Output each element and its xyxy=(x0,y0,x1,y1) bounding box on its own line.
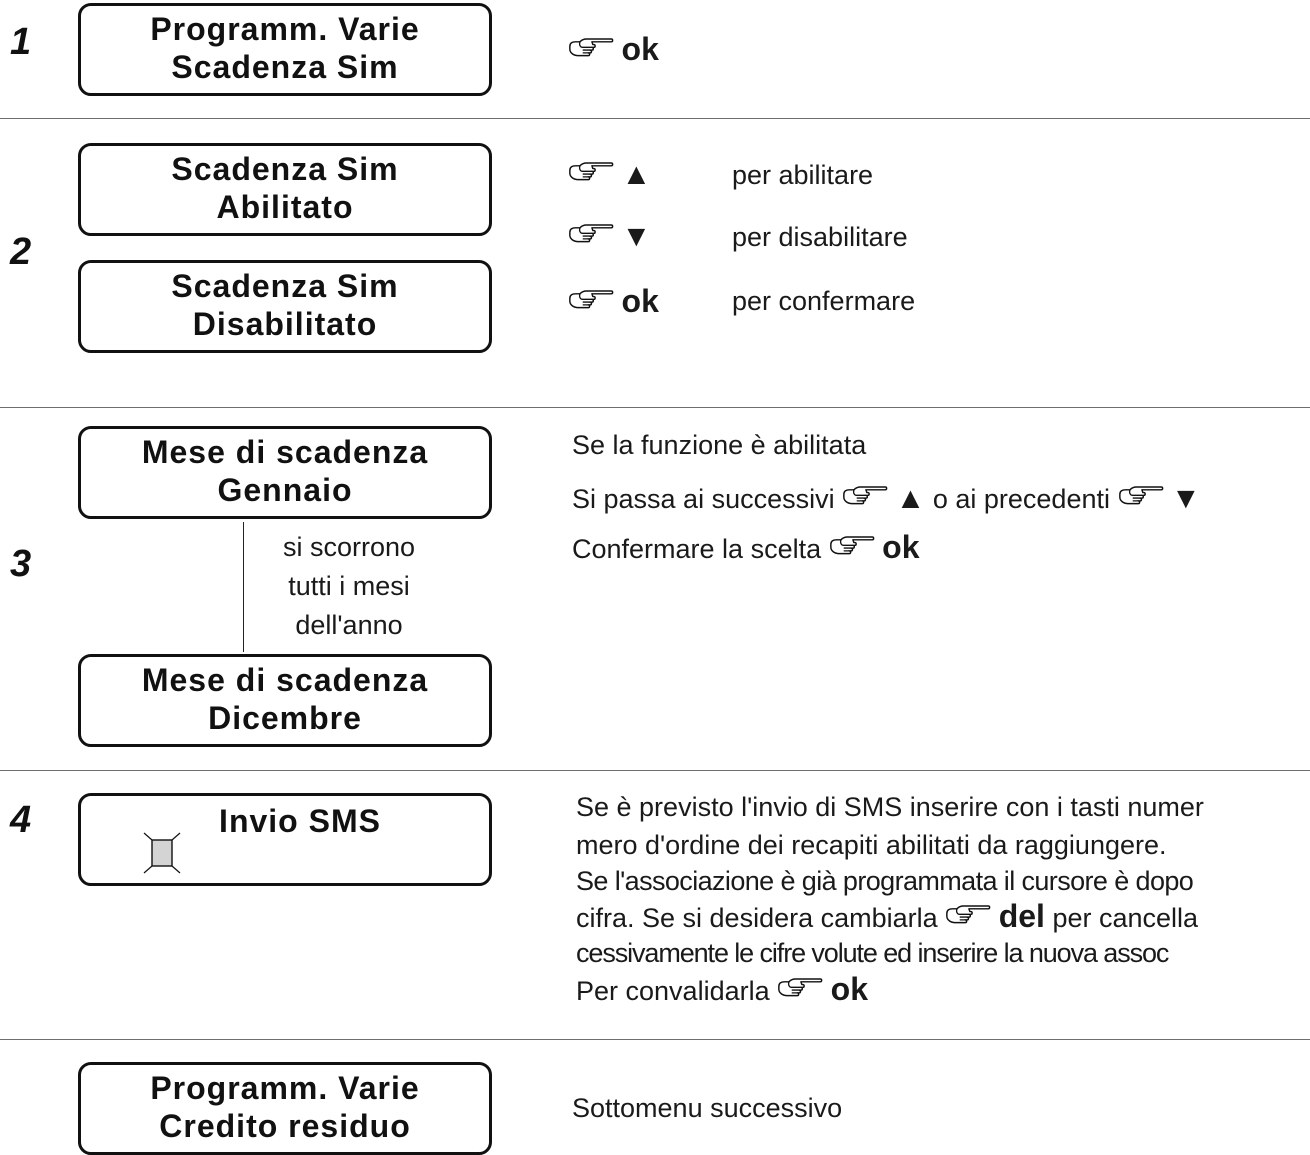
step-number-1: 1 xyxy=(10,21,32,63)
lcd-line2: Gennaio xyxy=(217,472,353,508)
section-divider xyxy=(0,770,1310,771)
section-divider xyxy=(0,118,1310,119)
scroll-note-line: si scorrono xyxy=(282,532,416,562)
lcd-line1: Scadenza Sim xyxy=(171,268,399,304)
ok-key-label: ok xyxy=(621,31,659,67)
action-enable-label: per abilitare xyxy=(732,160,874,190)
step4-text-line1: Se è previsto l'invio di SMS inserire co… xyxy=(576,792,1204,822)
action-disable-label: per disabilitare xyxy=(732,222,908,252)
pointing-hand-icon xyxy=(829,536,875,562)
action-disable: ▼ xyxy=(568,222,651,252)
text-fragment: Si passa ai successivi xyxy=(572,484,835,514)
up-arrow-icon: ▲ xyxy=(895,482,926,515)
lcd-display-disabled: Scadenza Sim Disabilitato xyxy=(78,260,492,353)
section-divider xyxy=(0,407,1310,408)
lcd-line1: Mese di scadenza xyxy=(141,434,429,470)
pointing-hand-icon xyxy=(568,224,614,250)
text-fragment: Per convalidarla xyxy=(576,976,770,1006)
lcd-display-step1: Programm. Varie Scadenza Sim xyxy=(78,3,492,96)
step-number-4: 4 xyxy=(10,799,32,841)
lcd-line2: Credito residuo xyxy=(159,1108,411,1144)
pointing-hand-icon xyxy=(568,38,614,64)
text-fragment: o ai precedenti xyxy=(932,484,1110,514)
step-number-2: 2 xyxy=(10,231,32,273)
pointing-hand-icon xyxy=(945,905,991,931)
down-arrow-icon: ▼ xyxy=(621,220,652,253)
scroll-note-line: tutti i mesi xyxy=(288,571,410,601)
down-arrow-icon: ▼ xyxy=(1171,482,1201,515)
up-arrow-icon: ▲ xyxy=(621,158,652,191)
lcd-line2: Scadenza Sim xyxy=(171,49,399,85)
ok-key-label: ok xyxy=(882,529,920,565)
del-key-label: del xyxy=(998,898,1045,934)
pointing-hand-icon xyxy=(1118,486,1164,512)
section-divider xyxy=(0,1039,1310,1040)
step1-action: ok xyxy=(568,31,659,67)
lcd-display-first-month: Mese di scadenza Gennaio xyxy=(78,426,492,519)
lcd-display-next-submenu: Programm. Varie Credito residuo xyxy=(78,1062,492,1155)
action-confirm: ok xyxy=(568,283,659,319)
text-fragment: cifra. Se si desidera cambiarla xyxy=(576,903,938,933)
scroll-connector-line xyxy=(243,522,244,652)
pointing-hand-icon xyxy=(842,486,888,512)
next-submenu-text: Sottomenu successivo xyxy=(572,1093,843,1123)
lcd-line2: Disabilitato xyxy=(192,306,378,342)
lcd-line1: Programm. Varie xyxy=(150,11,420,47)
scroll-note: si scorrono tutti i mesi dell'anno xyxy=(256,528,442,645)
cursor-block-icon xyxy=(143,832,181,874)
scroll-note-line: dell'anno xyxy=(295,610,403,640)
ok-key-label: ok xyxy=(621,283,659,319)
lcd-display-last-month: Mese di scadenza Dicembre xyxy=(78,654,492,747)
pointing-hand-icon xyxy=(777,978,823,1004)
action-enable: ▲ xyxy=(568,160,651,190)
lcd-display-sms: Invio SMS xyxy=(78,793,492,886)
step4-text-line5: cessivamente le cifre volute ed inserire… xyxy=(576,938,1169,968)
lcd-line1: Invio SMS xyxy=(219,803,381,839)
lcd-line1: Scadenza Sim xyxy=(171,151,399,187)
step4-text-line4: cifra. Se si desidera cambiarla del per … xyxy=(576,898,1199,934)
lcd-line2: Dicembre xyxy=(208,700,362,736)
lcd-display-enabled: Scadenza Sim Abilitato xyxy=(78,143,492,236)
step-number-3: 3 xyxy=(10,543,32,585)
pointing-hand-icon xyxy=(568,162,614,188)
step3-text-line3: Confermare la scelta ok xyxy=(572,529,920,565)
text-fragment: Confermare la scelta xyxy=(572,534,822,564)
lcd-line2: Abilitato xyxy=(216,189,354,225)
step3-text-line2: Si passa ai successivi ▲ o ai precedenti… xyxy=(572,482,1201,515)
step4-text-line3: Se l'associazione è già programmata il c… xyxy=(576,866,1194,896)
text-fragment: per cancella xyxy=(1052,903,1199,933)
step4-text-line6: Per convalidarla ok xyxy=(576,971,868,1007)
ok-key-label: ok xyxy=(830,971,868,1007)
step3-text-line1: Se la funzione è abilitata xyxy=(572,430,867,460)
lcd-line1: Mese di scadenza xyxy=(141,662,429,698)
action-confirm-label: per confermare xyxy=(732,286,916,316)
lcd-line1: Programm. Varie xyxy=(150,1070,420,1106)
step4-text-line2: mero d'ordine dei recapiti abilitati da … xyxy=(576,830,1167,860)
pointing-hand-icon xyxy=(568,290,614,316)
